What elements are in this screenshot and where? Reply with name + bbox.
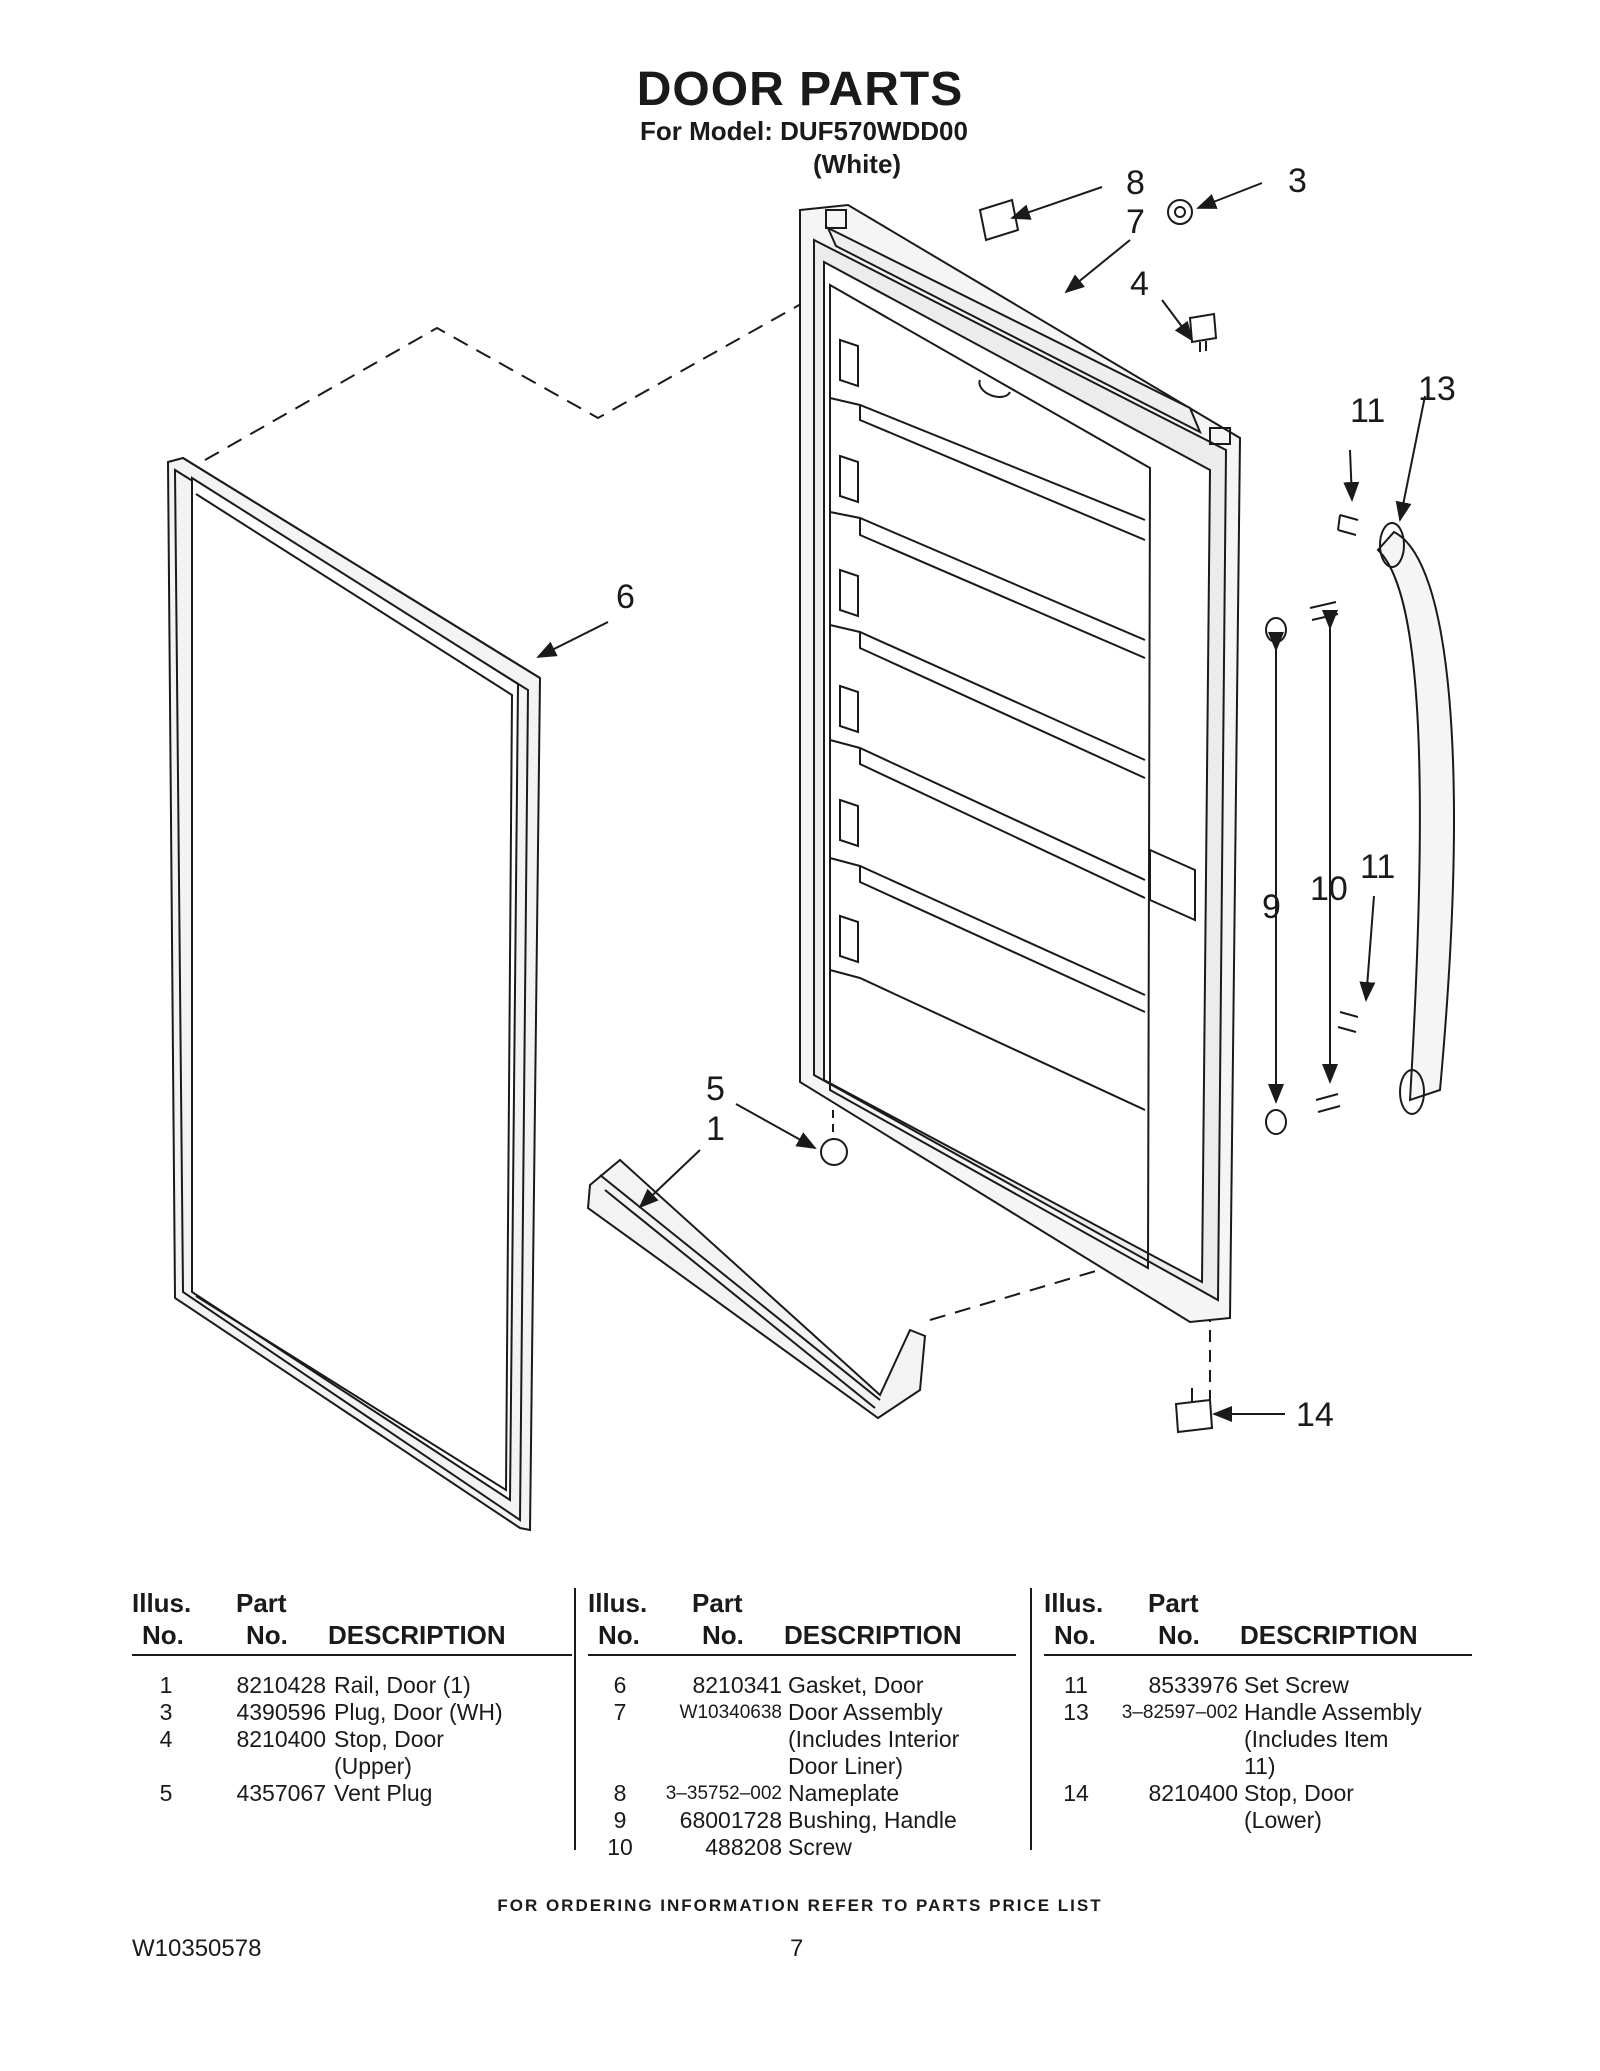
header-part: Part — [692, 1588, 743, 1618]
callout-10: 10 — [1310, 870, 1348, 908]
nameplate-illustration — [978, 198, 1020, 242]
header-illus: Illus. — [588, 1588, 648, 1618]
header-description: DESCRIPTION — [1240, 1620, 1418, 1650]
callout-5: 5 — [706, 1070, 725, 1108]
callout-14: 14 — [1296, 1396, 1334, 1434]
header-part-no: No. — [246, 1620, 288, 1650]
header-illus-no: No. — [1054, 1620, 1096, 1650]
callout-4: 4 — [1130, 265, 1149, 303]
color-line: (White) — [813, 149, 902, 179]
column-separator — [574, 1588, 576, 1850]
upper-door-stop-illustration — [1188, 312, 1218, 352]
header-rule — [1044, 1654, 1472, 1656]
door-plug-illustration — [1167, 199, 1193, 225]
column-separator — [1030, 1588, 1032, 1850]
header-illus-no: No. — [142, 1620, 184, 1650]
door-gasket-illustration — [166, 456, 542, 1532]
callout-9: 9 — [1262, 888, 1281, 926]
header-description: DESCRIPTION — [784, 1620, 962, 1650]
callout-numbers: 8 3 7 4 11 13 6 9 10 11 5 1 14 — [616, 162, 1456, 1434]
header-part: Part — [1148, 1588, 1199, 1618]
callout-6: 6 — [616, 578, 635, 616]
page-title: DOOR PARTS — [636, 63, 964, 116]
door-rail-illustration — [586, 1158, 927, 1420]
model-line: For Model: DUF570WDD00 — [640, 116, 968, 146]
header-part-no: No. — [702, 1620, 744, 1650]
ordering-note: FOR ORDERING INFORMATION REFER TO PARTS … — [497, 1896, 1103, 1915]
door-assembly-illustration — [799, 203, 1242, 1324]
callout-3: 3 — [1288, 162, 1307, 200]
header-illus-no: No. — [598, 1620, 640, 1650]
header-illus: Illus. — [132, 1588, 192, 1618]
handle-illustration — [1376, 530, 1455, 1102]
callout-1: 1 — [706, 1110, 725, 1148]
header-part-no: No. — [1158, 1620, 1200, 1650]
page-number: 7 — [790, 1935, 804, 1962]
lower-door-stop-illustration — [1174, 1388, 1214, 1434]
callout-11-lower: 11 — [1360, 848, 1395, 886]
callout-8: 8 — [1126, 164, 1145, 202]
header-description: DESCRIPTION — [328, 1620, 506, 1650]
header-illus: Illus. — [1044, 1588, 1104, 1618]
header-part: Part — [236, 1588, 287, 1618]
callout-11-upper: 11 — [1350, 392, 1385, 430]
callout-13: 13 — [1418, 370, 1456, 408]
document-id: W10350578 — [132, 1935, 262, 1962]
exploded-door-diagram: 8 3 7 4 11 13 6 9 10 11 5 1 14 — [166, 162, 1456, 1532]
vent-plug-illustration — [820, 1138, 848, 1166]
header-rule — [132, 1654, 572, 1656]
header-rule — [588, 1654, 1016, 1656]
callout-7: 7 — [1126, 203, 1145, 241]
